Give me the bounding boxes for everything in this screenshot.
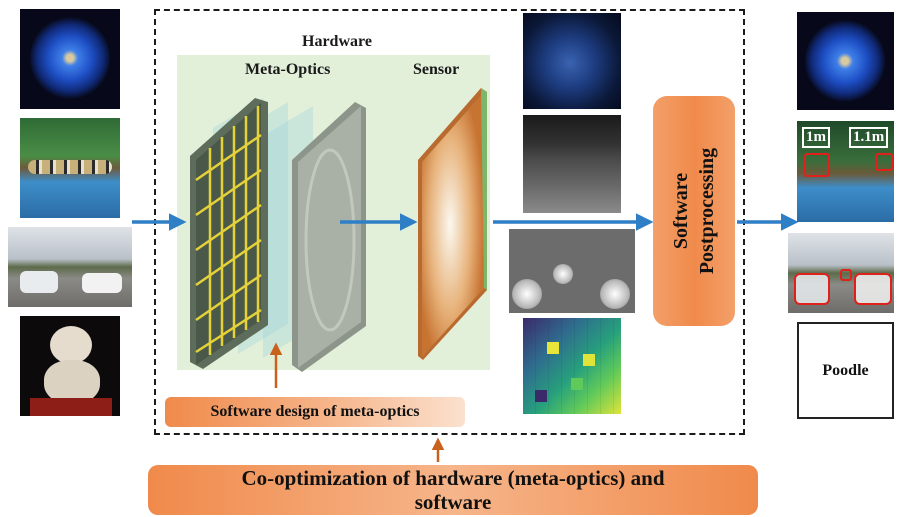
classification-output-box: Poodle <box>797 322 894 419</box>
output-depth-detection: 1m 1.1m <box>797 121 894 222</box>
output-restored-flower <box>797 12 894 110</box>
sensor-plate <box>418 88 487 360</box>
software-design-label: Software design of meta-optics <box>210 403 420 420</box>
software-label-line1: Software <box>670 172 692 250</box>
meta-optics-lens-plate <box>292 102 366 372</box>
meta-optics-label: Meta-Optics <box>245 61 331 78</box>
input-flower-image <box>20 9 120 109</box>
classification-label: Poodle <box>822 361 869 379</box>
depth-label-2: 1.1m <box>849 127 889 148</box>
software-postprocessing-block: Software Postprocessing <box>653 96 735 326</box>
co-optimization-banner: Co-optimization of hardware (meta-optics… <box>148 465 758 515</box>
sensor-label: Sensor <box>413 61 460 78</box>
output-car-detection <box>788 233 894 313</box>
sensor-output-psf <box>509 229 635 313</box>
depth-label-1: 1m <box>802 127 830 148</box>
software-design-banner: Software design of meta-optics <box>165 397 465 427</box>
software-label-line2: Postprocessing <box>696 147 718 275</box>
input-dog-image <box>20 316 120 416</box>
co-optimization-line1: Co-optimization of hardware (meta-optics… <box>241 466 665 490</box>
co-optimization-line2: software <box>414 490 492 514</box>
hardware-title: Hardware <box>302 33 372 50</box>
input-ducks-image <box>20 118 120 218</box>
meta-optics-grid-plate <box>190 98 268 369</box>
sensor-output-heatmap <box>523 318 621 414</box>
sensor-output-blurred-flower <box>523 13 621 109</box>
input-cars-image <box>8 227 132 307</box>
sensor-output-depth-map <box>523 115 621 213</box>
